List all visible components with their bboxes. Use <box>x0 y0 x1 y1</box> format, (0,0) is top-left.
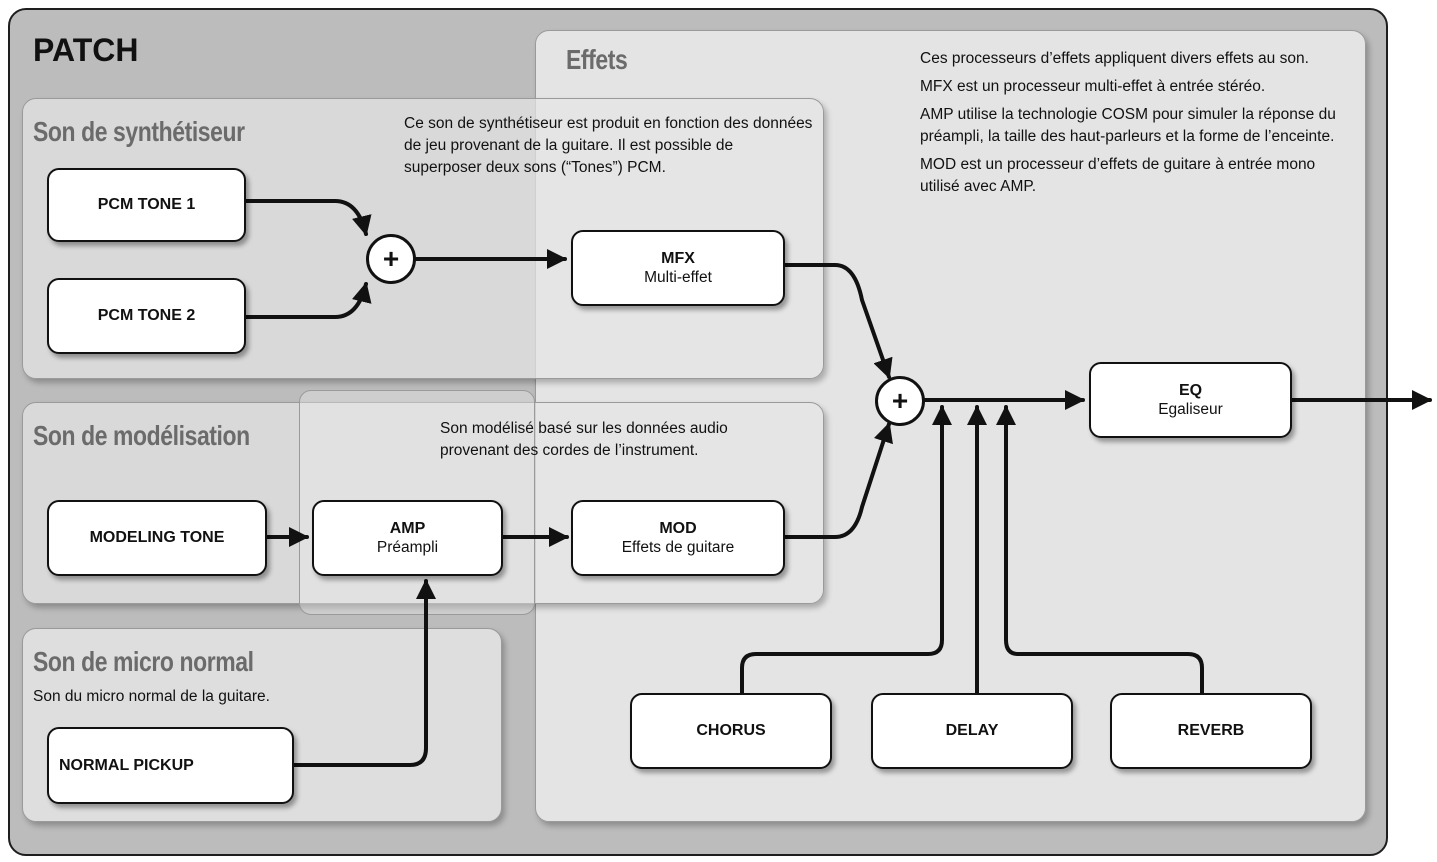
amp-sub-label: Préampli <box>376 538 439 556</box>
pcm-tone-2-block: PCM TONE 2 <box>47 278 246 354</box>
eq-sub-label: Egaliseur <box>1158 400 1223 418</box>
synth-title: Son de synthétiseur <box>33 116 245 147</box>
synth-description: Ce son de synthétiseur est produit en fo… <box>404 115 813 176</box>
delay-label: DELAY <box>945 722 999 739</box>
mfx-sub-label: Multi-effet <box>644 268 712 286</box>
reverb-label: REVERB <box>1177 722 1245 739</box>
modeling-tone-block: MODELING TONE <box>47 500 267 576</box>
modeling-title: Son de modélisation <box>33 420 250 451</box>
amp-label: AMP <box>389 519 426 537</box>
main-mixer-plus-icon: + <box>875 376 925 426</box>
chorus-label: CHORUS <box>696 722 766 739</box>
mod-label: MOD <box>659 519 697 537</box>
delay-block: DELAY <box>871 693 1073 769</box>
amp-block: AMP Préampli <box>312 500 503 576</box>
patch-title: PATCH <box>33 32 139 68</box>
modeling-tone-label: MODELING TONE <box>89 529 225 546</box>
mfx-label: MFX <box>661 249 695 267</box>
normal-description: Son du micro normal de la guitare. <box>33 688 270 705</box>
pcm-tone-1-block: PCM TONE 1 <box>47 168 246 242</box>
effets-title: Effets <box>566 44 628 75</box>
mfx-block: MFX Multi-effet <box>571 230 785 306</box>
pcm-tone-2-label: PCM TONE 2 <box>97 307 196 324</box>
reverb-block: REVERB <box>1110 693 1312 769</box>
synth-mixer-plus-icon: + <box>366 234 416 284</box>
effets-desc-3: AMP utilise la technologie COSM pour sim… <box>920 106 1336 145</box>
pcm-tone-1-label: PCM TONE 1 <box>97 196 196 213</box>
chorus-block: CHORUS <box>630 693 832 769</box>
normal-pickup-label: NORMAL PICKUP <box>59 756 194 774</box>
modeling-description: Son modélisé basé sur les données audio … <box>440 420 728 459</box>
mod-block: MOD Effets de guitare <box>571 500 785 576</box>
effets-desc-2: MFX est un processeur multi-effet à entr… <box>920 78 1266 95</box>
effets-desc-4: MOD est un processeur d’effets de guitar… <box>920 156 1316 195</box>
normal-pickup-block: NORMAL PICKUP <box>47 727 294 804</box>
eq-block: EQ Egaliseur <box>1089 362 1292 438</box>
eq-label: EQ <box>1178 381 1203 399</box>
effets-description: Ces processeurs d’effets appliquent dive… <box>920 48 1350 204</box>
mod-sub-label: Effets de guitare <box>621 538 735 556</box>
normal-title: Son de micro normal <box>33 646 254 677</box>
effets-desc-1: Ces processeurs d’effets appliquent dive… <box>920 50 1309 67</box>
